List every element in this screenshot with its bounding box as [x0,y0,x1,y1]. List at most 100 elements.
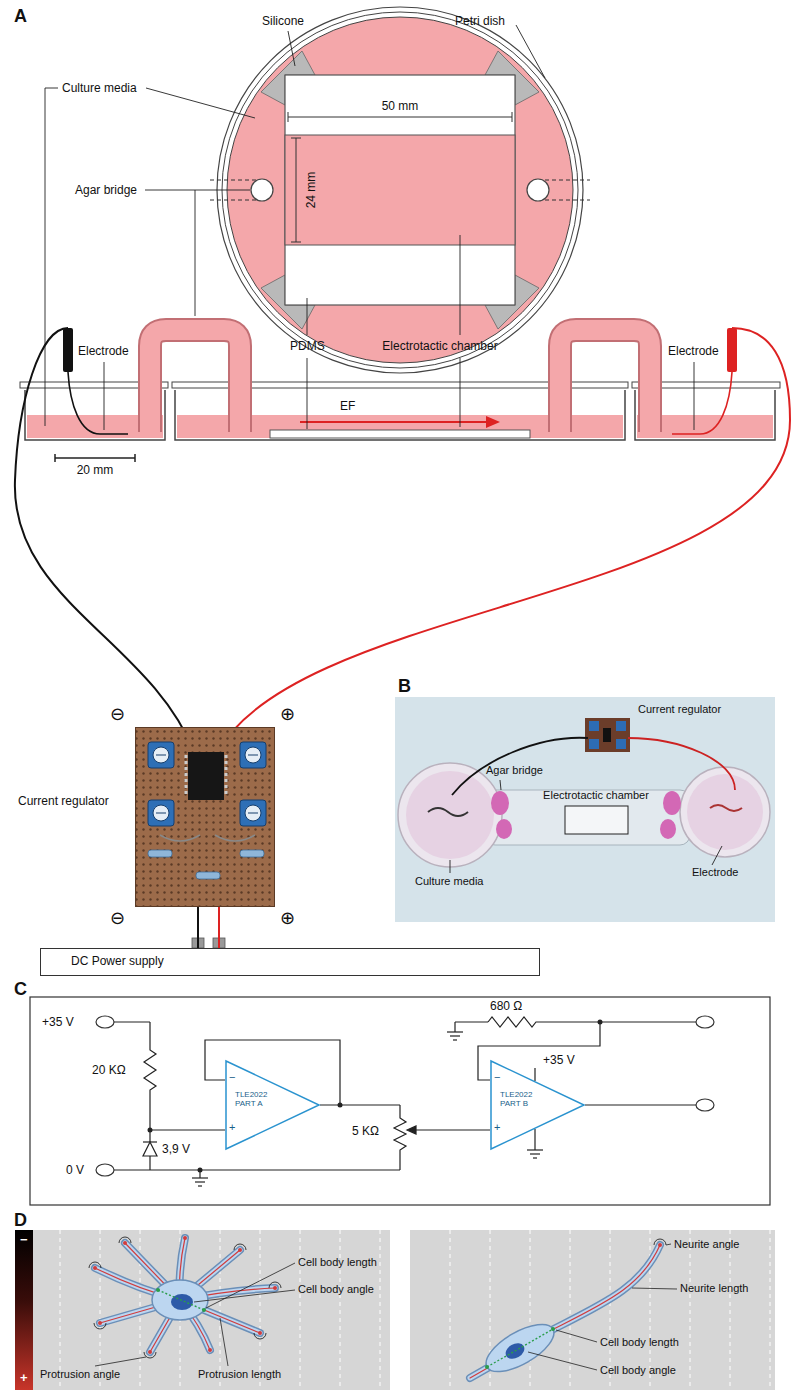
dimension-line [291,242,301,243]
junction-dot [598,1020,603,1025]
supply-wire [218,907,220,948]
supply-terminal [192,938,225,948]
part-label: PDMS [290,339,325,353]
agar-bridge [150,330,650,432]
regulator-board [185,755,188,797]
op-amp-triangle: TLE2022PART A [225,1060,320,1150]
tip-dot [98,1321,102,1325]
photo-label: Culture media [415,875,483,888]
hole-dash-line [538,180,590,181]
electrode-clip [727,328,737,372]
circuit-wire [394,1105,406,1170]
leader-line [220,1318,228,1366]
circuit-wire [527,1149,543,1150]
field-pole: + [20,1370,28,1386]
setup-photo [616,721,626,731]
scale-bar [55,454,135,462]
setup-photo [589,739,599,749]
angle-arc [94,1323,106,1329]
bridge-hole [251,179,273,201]
leader-line [307,298,308,335]
potentiometer [240,800,266,826]
agar-bridge [560,330,650,432]
axis-end-dot [551,1327,555,1331]
cell-body-axis [487,1329,553,1367]
board-resistor [148,850,264,879]
chip-label: PART B [500,1099,532,1108]
electrode-clip [63,328,73,372]
neuron-field-left [300,1230,301,1390]
dimension-line [288,117,512,118]
neuron-field-left [100,1230,101,1390]
terminal-oval [96,1016,714,1176]
photo-label: Electrotactic chamber [543,789,649,802]
measure-label: Cell body angle [298,1283,374,1296]
leader-line [632,1288,677,1289]
axis-end-dot [156,1288,160,1292]
terminal-oval [96,1016,114,1028]
pin-sign: + [494,1121,500,1134]
circuit-wire [530,1153,540,1154]
setup-photo [585,718,630,752]
tip-dot [658,1243,662,1247]
petri-dish-side-view [25,390,775,440]
potentiometer [148,800,174,826]
setup-photo [452,738,588,795]
dimension-line [288,112,289,122]
board-jumper [160,835,200,841]
cell-body [152,1280,208,1320]
black-lead [15,328,194,752]
potentiometer [248,755,258,756]
circuit-wire [407,1126,416,1134]
circuit-wire [534,1129,535,1150]
circuit-wire [114,1021,150,1022]
setup-photo [710,805,742,811]
neuron-protrusion [95,1238,660,1378]
field-arrow [486,416,500,428]
setup-photo [603,728,611,742]
agar-bridge [150,330,240,432]
neuron-field-left [15,1230,390,1390]
pin-sign: + [229,1121,235,1134]
measure-label: Cell body angle [600,1364,676,1377]
regulator-board [188,752,224,800]
circuit-wire [192,1177,208,1178]
neuron-field-left [60,1230,61,1390]
junction-dot [148,1020,603,1173]
node-text-block: TLE2022PART B [500,1090,532,1108]
leader-line [460,358,461,427]
electrode-clip [63,328,737,372]
circuit-wire [533,1157,537,1158]
potentiometer [148,742,174,768]
board-jumper [215,835,255,841]
power-supply-box: DC Power supply [40,948,540,976]
angle-arc [654,1239,666,1245]
setup-photo [680,767,770,857]
electrode-wire [68,372,732,434]
potentiometer [156,813,166,814]
leader-line [694,362,695,430]
circuit-wire [413,1129,490,1130]
regulator-board [225,755,228,797]
setup-photo [398,763,502,867]
junction-dot [148,1128,153,1133]
chip-label: TLE2022 [500,1090,532,1099]
petri-dish-top-view [222,12,578,368]
leader-line [460,235,461,335]
leader-line [195,190,196,316]
potentiometer [153,747,169,763]
setup-photo [616,739,626,749]
silicone-wedge [261,51,539,329]
potentiometer [240,742,266,768]
setup-photo [565,806,628,834]
leader-line [206,1263,295,1308]
field-pole: − [20,1232,28,1248]
supply-wire [197,907,199,948]
neuron-field-left [380,1230,381,1390]
hole-dash-line [210,180,262,181]
leader-line [95,1357,146,1366]
measure-label: Neurite length [680,1282,749,1295]
